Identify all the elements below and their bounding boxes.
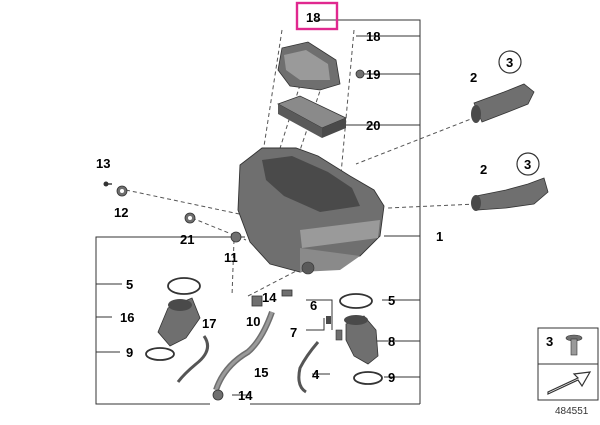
legend-number: 3: [546, 334, 553, 349]
align-duct-upper: [355, 116, 477, 165]
part-14-clip-bottom: [212, 389, 224, 401]
ref-circle-3b: [516, 152, 540, 176]
leader-lines: [95, 19, 421, 405]
legend-box: 3: [537, 327, 599, 401]
part-1-housing: [237, 147, 385, 275]
align-14: [247, 269, 299, 297]
ref-circle-3a: [498, 50, 522, 74]
part-18-cover: [277, 41, 341, 91]
part-21-grommet: [184, 212, 196, 224]
align-bolt: [125, 189, 245, 216]
align-duct-lower: [387, 203, 477, 209]
callout-5a: 5: [126, 277, 133, 292]
callout-18-top: 18: [306, 10, 320, 25]
part-2-duct-upper: [471, 83, 535, 123]
part-6-7-sensor: [326, 316, 343, 341]
callout-7: 7: [290, 325, 297, 340]
leader-7: [306, 318, 325, 331]
callout-3a: 3: [506, 55, 513, 70]
callout-19: 19: [366, 67, 380, 82]
part-14-clip-top: [281, 289, 293, 297]
part-17-hose: [176, 335, 210, 383]
part-2-duct-lower: [471, 177, 549, 211]
callout-20: 20: [366, 118, 380, 133]
part-9-oring-left: [145, 347, 175, 361]
bolt-icon: [565, 334, 583, 356]
callout-3b: 3: [524, 157, 531, 172]
align-21: [191, 217, 247, 241]
frame-left: [95, 236, 245, 405]
part-10-clip: [251, 295, 263, 307]
callout-11: 11: [224, 250, 238, 265]
part-5-oring-right: [339, 293, 373, 309]
callout-8: 8: [388, 334, 395, 349]
callout-14a: 14: [262, 290, 277, 305]
part-19-clip: [355, 69, 365, 79]
callout-21: 21: [180, 232, 194, 247]
callout-4: 4: [312, 367, 320, 382]
callout-2b: 2: [480, 162, 487, 177]
alignment-lines: [125, 29, 477, 297]
part-5-oring-left: [167, 277, 201, 295]
arrow-icon: [547, 371, 592, 395]
callout-17: 17: [202, 316, 216, 331]
callout-16: 16: [120, 310, 134, 325]
callout-9a: 9: [126, 345, 133, 360]
align-11: [231, 239, 235, 297]
callout-13: 13: [96, 156, 110, 171]
callout-14b: 14: [238, 388, 253, 403]
align-4: [289, 84, 323, 181]
legend-code: 484551: [555, 406, 589, 417]
part-15-hose: [213, 310, 275, 392]
part-11-grommet: [230, 231, 242, 243]
part-20-filter: [277, 95, 347, 138]
part-8-pipe: [344, 315, 379, 365]
callout-10: 10: [246, 314, 260, 329]
callout-1: 1: [436, 229, 443, 244]
callout-15: 15: [254, 365, 268, 380]
part-16-elbow: [157, 297, 201, 347]
part-9-oring-right: [353, 371, 383, 385]
callout-2a: 2: [470, 70, 477, 85]
callout-18: 18: [366, 29, 380, 44]
align-1: [257, 29, 283, 186]
callout-5b: 5: [388, 293, 395, 308]
leader-6: [306, 299, 333, 330]
part-12-grommet: [116, 185, 128, 197]
highlight-box: [295, 1, 339, 31]
part-13-bolt: [103, 181, 112, 187]
callout-6: 6: [310, 298, 317, 313]
callout-12: 12: [114, 205, 128, 220]
part-4-hose: [297, 341, 320, 394]
callout-9b: 9: [388, 370, 395, 385]
align-2: [339, 29, 355, 186]
